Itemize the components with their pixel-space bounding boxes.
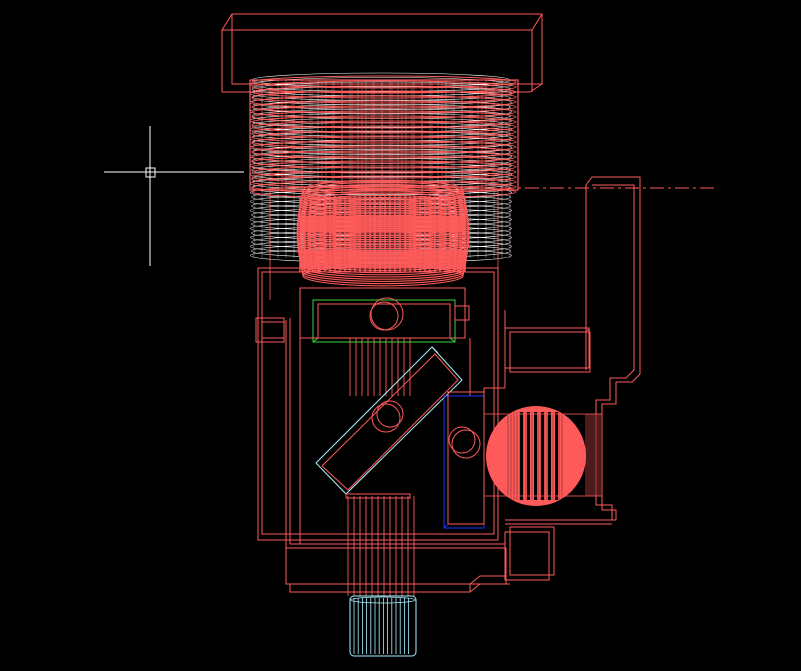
gear-band: [300, 216, 466, 232]
cylinder-ring: [251, 170, 517, 184]
knurl-top: [350, 596, 416, 604]
bearing-block[interactable]: [312, 297, 470, 343]
cylinder-ring: [251, 155, 517, 169]
thread-ring: [249, 167, 513, 182]
sphere-slot: [534, 412, 537, 500]
sphere-slot: [548, 412, 551, 500]
sphere-slot: [527, 412, 530, 500]
side-knob-sphere[interactable]: [483, 406, 603, 506]
cylinder-ring: [251, 105, 517, 119]
inner-cylinder[interactable]: [249, 75, 519, 300]
bevel-gear[interactable]: [296, 179, 470, 287]
cylinder-ring: [251, 140, 517, 154]
thread-ring: [251, 117, 511, 133]
cylinder-ring: [251, 95, 517, 109]
cylinder-ring: [251, 135, 517, 149]
cylinder-ring: [251, 145, 517, 159]
cylinder-ring: [251, 80, 517, 94]
sphere-slot: [520, 412, 523, 500]
sphere-slot: [555, 412, 558, 500]
top-cap[interactable]: [221, 13, 543, 93]
bottom-knurled-shaft[interactable]: [349, 595, 417, 657]
gear-ring: [302, 265, 464, 287]
cylinder-outline: [249, 79, 519, 191]
lower-shaft[interactable]: [347, 496, 415, 596]
lower-body[interactable]: [255, 267, 591, 593]
cylinder-ring: [251, 125, 517, 139]
gear-band: [300, 250, 466, 268]
cylinder-ring: [251, 175, 517, 189]
cylinder-ring: [251, 100, 517, 114]
tilted-link-block[interactable]: [315, 346, 463, 499]
cylinder-ring: [251, 115, 517, 129]
cylinder-ring: [251, 130, 517, 144]
thread-ring: [251, 126, 511, 142]
cylinder-ring: [251, 85, 517, 99]
cylinder-ring: [251, 165, 517, 179]
cylinder-ring: [251, 150, 517, 164]
right-bracket[interactable]: [505, 176, 641, 525]
sphere-housing: [483, 413, 603, 497]
vertical-slider-block[interactable]: [443, 391, 485, 529]
crosshair-cursor-icon: [104, 126, 244, 266]
thread-ring: [251, 162, 511, 178]
cylinder-ring: [251, 75, 517, 89]
cylinder-ring: [251, 90, 517, 104]
cylinder-ring: [251, 160, 517, 174]
sphere-slot: [541, 412, 544, 500]
cylinder-ring: [251, 110, 517, 124]
cylinder-ring: [251, 120, 517, 134]
thread-ring: [249, 122, 513, 137]
knurl-outline: [349, 595, 417, 657]
upper-shaft[interactable]: [349, 337, 414, 396]
